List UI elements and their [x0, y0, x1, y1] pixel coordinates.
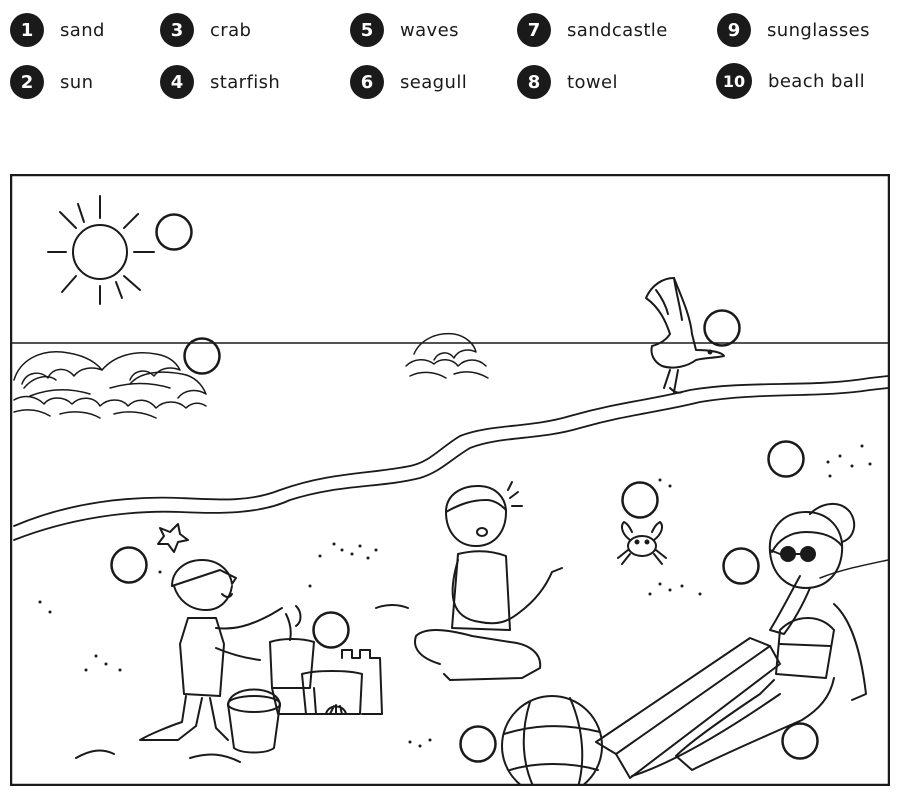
- legend-item-sand: 1 sand: [10, 12, 105, 48]
- legend-item-starfish: 4 starfish: [160, 64, 280, 100]
- answer-circle[interactable]: [621, 481, 659, 519]
- seagull-icon: [645, 277, 725, 394]
- legend-word: sandcastle: [567, 19, 668, 41]
- beach-scene: [10, 174, 890, 786]
- answer-circle[interactable]: [767, 440, 805, 478]
- answer-circle[interactable]: [722, 547, 760, 585]
- number-badge: 4: [160, 65, 194, 99]
- legend-item-towel: 8 towel: [517, 64, 618, 100]
- number-badge: 10: [716, 63, 752, 99]
- child-icon: [414, 481, 563, 681]
- legend-word: beach ball: [768, 70, 866, 92]
- bucket-icon: [227, 688, 281, 754]
- number-badge: 8: [517, 65, 551, 99]
- legend-item-waves: 5 waves: [350, 12, 459, 48]
- legend-word: crab: [210, 19, 252, 41]
- legend-item-beach-ball: 10 beach ball: [716, 63, 865, 99]
- answer-circle[interactable]: [459, 725, 497, 763]
- legend-word: sunglasses: [767, 19, 870, 41]
- legend-word: seagull: [400, 71, 468, 93]
- legend-word: sun: [60, 71, 94, 93]
- waves-icon: [13, 332, 489, 419]
- answer-circle[interactable]: [183, 337, 221, 375]
- legend-item-crab: 3 crab: [160, 12, 251, 48]
- sand-ripples: [75, 749, 241, 763]
- starfish-icon: [157, 523, 189, 553]
- answer-circle[interactable]: [312, 611, 350, 649]
- number-badge: 9: [717, 13, 751, 47]
- legend-word: sand: [60, 19, 105, 41]
- sand-mark: [375, 604, 409, 609]
- number-badge: 5: [350, 13, 384, 47]
- legend-item-seagull: 6 seagull: [350, 64, 467, 100]
- boy-icon: [139, 559, 283, 741]
- shoreline: [13, 375, 889, 541]
- word-legend: 1 sand 2 sun 3 crab 4 starfish 5 waves 6…: [0, 0, 909, 120]
- girl-icon: [675, 503, 867, 771]
- answer-circle[interactable]: [703, 309, 741, 347]
- legend-item-sun: 2 sun: [10, 64, 93, 100]
- dune-line: [819, 559, 889, 579]
- sandcastle-icon: [269, 605, 383, 715]
- number-badge: 1: [10, 13, 44, 47]
- answer-circle[interactable]: [781, 722, 819, 760]
- number-badge: 2: [10, 65, 44, 99]
- legend-word: waves: [400, 19, 459, 41]
- legend-word: towel: [567, 71, 618, 93]
- shell-icon: [325, 704, 347, 715]
- crab-icon: [617, 521, 667, 565]
- number-badge: 3: [160, 13, 194, 47]
- legend-item-sandcastle: 7 sandcastle: [517, 12, 668, 48]
- legend-item-sunglasses: 9 sunglasses: [717, 12, 870, 48]
- number-badge: 7: [517, 13, 551, 47]
- sun-icon: [47, 195, 155, 305]
- sand-speckles: [38, 444, 872, 748]
- answer-circle[interactable]: [155, 213, 193, 251]
- number-badge: 6: [350, 65, 384, 99]
- towel-icon: [595, 637, 781, 779]
- answer-circle[interactable]: [110, 546, 148, 584]
- scene-frame: [10, 174, 890, 786]
- legend-word: starfish: [210, 71, 281, 93]
- answer-circles: [110, 213, 819, 763]
- beach-ball-icon: [501, 695, 603, 786]
